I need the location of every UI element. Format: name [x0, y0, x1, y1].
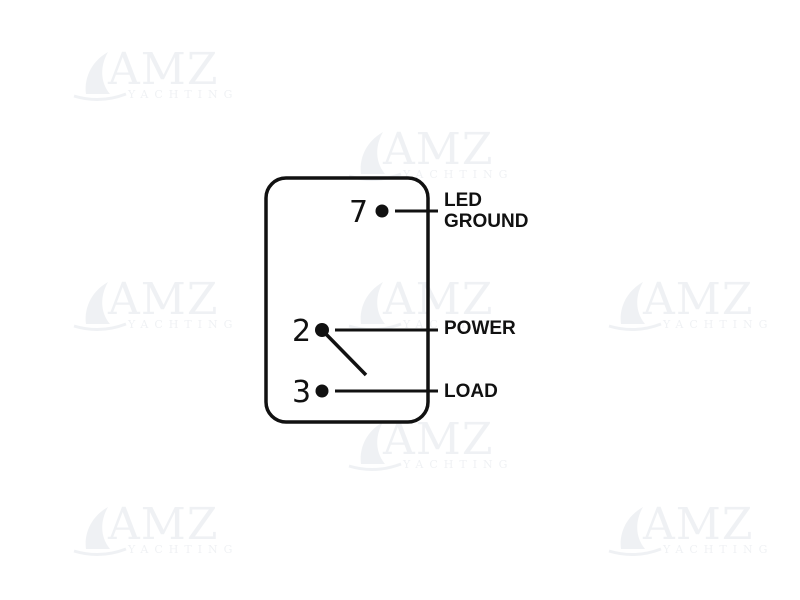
pin-7-label-line2: GROUND	[444, 211, 528, 232]
pin-7-terminal	[375, 204, 389, 218]
sailboat-icon	[348, 422, 402, 471]
watermark-tagline: YACHTING	[663, 318, 774, 331]
watermark-brand: AMZ	[108, 274, 219, 325]
switch-body-outline	[264, 176, 430, 424]
watermark-brand: AMZ	[643, 274, 754, 325]
sailboat-icon	[608, 507, 662, 556]
sailboat-icon	[608, 282, 662, 331]
watermark-brand: AMZ	[383, 274, 494, 325]
watermark-tagline: YACHTING	[403, 168, 514, 181]
watermark-brand: AMZ	[643, 499, 754, 550]
watermark-brand: AMZ	[108, 499, 219, 550]
pin-7-label-line1: LED	[444, 190, 482, 211]
pin-7-number: 7	[349, 195, 368, 230]
pin-3-terminal	[315, 384, 329, 398]
switch-arm	[320, 328, 368, 377]
sailboat-icon	[73, 282, 127, 331]
sailboat-icon	[73, 507, 127, 556]
pin-3-number: 3	[292, 375, 311, 410]
sailboat-icon	[73, 52, 127, 101]
watermark-brand: AMZ	[383, 124, 494, 175]
watermark-tagline: YACHTING	[403, 458, 514, 471]
watermark-brand: AMZ	[108, 44, 219, 95]
watermark-tagline: YACHTING	[663, 543, 774, 556]
watermark-tagline: YACHTING	[128, 318, 239, 331]
pin-2-label: POWER	[444, 318, 516, 339]
watermark-tagline: YACHTING	[128, 543, 239, 556]
pin-2-number: 2	[292, 314, 311, 349]
pin-3-label: LOAD	[444, 381, 498, 402]
watermark-tagline: YACHTING	[128, 88, 239, 101]
